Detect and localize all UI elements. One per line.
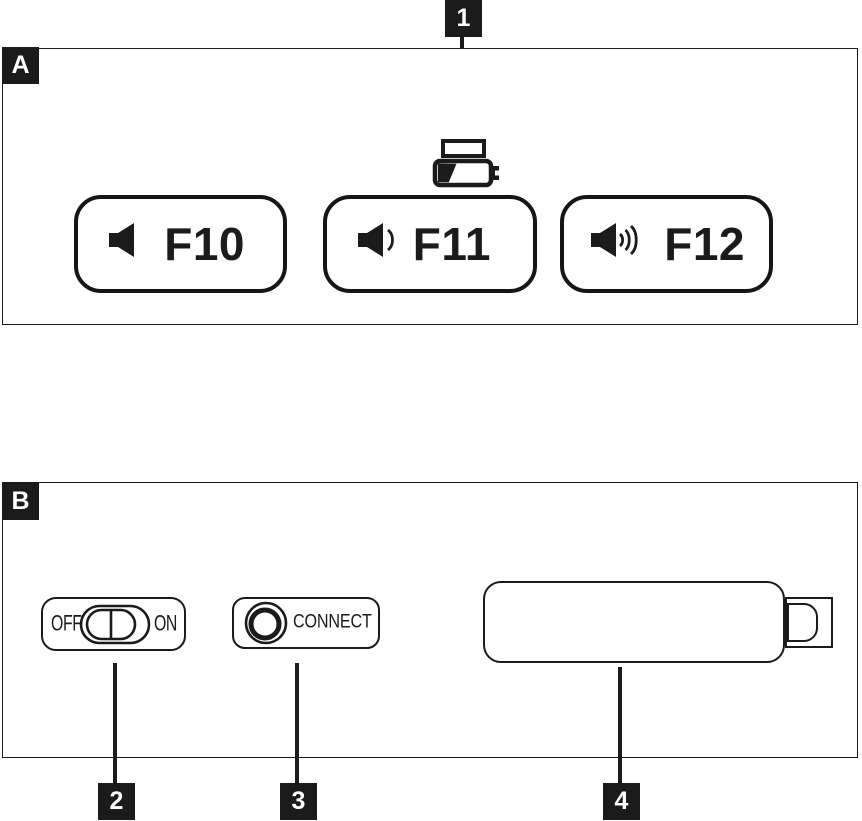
panel-a-label: A: [2, 47, 39, 84]
callout-2-badge: 2: [98, 783, 135, 820]
callout-1-badge: 1: [445, 0, 482, 37]
power-switch: OFF ON: [41, 597, 186, 651]
key-f11: F11: [323, 195, 537, 293]
key-f12-label: F12: [664, 218, 745, 270]
usb-receiver-body: [483, 581, 785, 663]
volume-up-icon: [591, 223, 638, 257]
connect-button-icon: [244, 601, 288, 645]
power-switch-slider: [79, 604, 151, 644]
power-switch-on-label: ON: [153, 610, 177, 636]
connect-button: CONNECT: [232, 597, 380, 649]
key-f11-label: F11: [412, 218, 491, 270]
key-f10: F10: [74, 195, 287, 293]
connect-button-label: CONNECT: [293, 611, 372, 633]
leader-line-3: [295, 663, 299, 783]
leader-line-2: [113, 663, 117, 783]
callout-3-badge: 3: [280, 783, 317, 820]
key-f12: F12: [560, 195, 773, 293]
battery-icon: [432, 158, 499, 188]
usb-receiver-contact: [787, 603, 818, 642]
panel-b-label: B: [2, 483, 39, 520]
leader-line-4: [618, 667, 622, 783]
callout-4-badge: 4: [603, 783, 640, 820]
volume-mute-icon: [109, 223, 134, 257]
key-f10-label: F10: [164, 218, 245, 270]
volume-down-icon: [358, 223, 394, 257]
battery-led-window: [441, 139, 486, 158]
power-switch-off-label: OFF: [51, 610, 82, 636]
